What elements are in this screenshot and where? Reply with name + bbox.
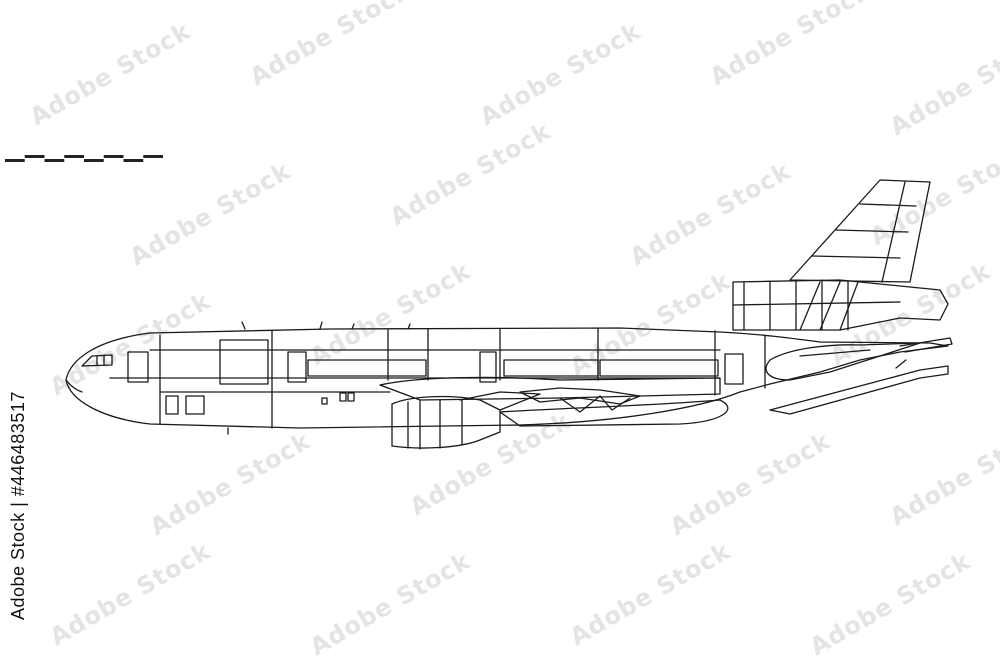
tail-cone	[899, 337, 953, 353]
scale-bar-segment	[44, 159, 65, 162]
wing-engine-nacelle	[391, 395, 501, 449]
cargo-door	[219, 339, 269, 385]
service-hatch	[347, 392, 355, 402]
wing	[379, 376, 721, 401]
fin-panel	[811, 255, 901, 259]
scale-bar-segments	[5, 155, 163, 162]
crew-door	[127, 351, 149, 383]
antenna	[351, 323, 355, 330]
aircraft-side-view-drawing	[65, 179, 953, 450]
tail-nacelle-panel	[732, 301, 901, 306]
boom-pod	[895, 359, 907, 369]
service-hatch	[185, 395, 205, 415]
nose-cone	[65, 379, 83, 393]
fuselage-panel	[503, 359, 599, 377]
scale-bar-segment	[143, 155, 163, 158]
scale-bar-segment	[103, 155, 124, 158]
horizontal-stabilizer	[765, 342, 921, 381]
cabin-door	[724, 353, 744, 385]
wing-flap-track	[599, 395, 631, 411]
service-hatch	[339, 392, 347, 402]
antenna	[241, 321, 246, 330]
service-hatch	[165, 395, 179, 415]
fin-panel	[859, 203, 917, 207]
vertical-fin	[789, 179, 931, 283]
service-hatch	[321, 397, 328, 405]
scale-bar	[5, 155, 163, 162]
fin-strut	[839, 281, 859, 331]
tail-engine-nacelle	[732, 279, 949, 331]
wing-flap-track	[559, 395, 601, 413]
fin-strut	[799, 281, 821, 331]
fuselage-panel	[307, 359, 427, 377]
cockpit-window	[81, 354, 113, 367]
scale-bar-segment	[64, 155, 84, 158]
fuselage-panel	[599, 359, 719, 377]
cabin-door	[479, 351, 497, 383]
fin-panel	[835, 229, 909, 233]
belly-fairing	[499, 399, 729, 427]
refueling-boom	[769, 365, 949, 415]
engine-pylon	[459, 391, 541, 411]
scale-bar-segment	[123, 159, 144, 162]
stabilizer-panel	[799, 349, 871, 357]
antenna	[407, 323, 411, 330]
scale-bar-segment	[5, 159, 25, 162]
antenna	[319, 321, 323, 330]
fin-strut	[819, 281, 841, 331]
cabin-door	[287, 351, 307, 383]
fuselage-outline	[65, 327, 949, 429]
scale-bar-segment	[84, 159, 104, 162]
wing-trailing-flaps	[519, 387, 641, 405]
scale-bar-segment	[24, 155, 45, 158]
